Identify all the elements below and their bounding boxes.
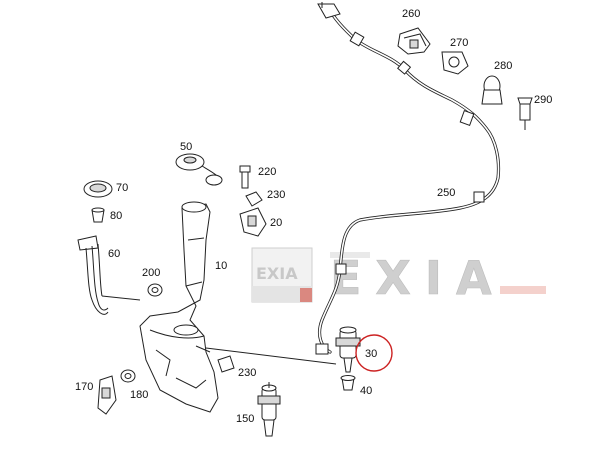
clip-270: [441, 51, 469, 75]
washer-pump-150: [257, 382, 281, 437]
clip-230-top: [245, 191, 263, 207]
sensor-170: [97, 375, 117, 415]
seal-ring-200: [147, 283, 163, 297]
watermark-text: EXIA: [330, 251, 506, 305]
callout-10: 10: [215, 260, 227, 272]
callout-230-top: 230: [267, 189, 285, 201]
bracket-20: [239, 207, 267, 237]
highlight-circle-30: [355, 334, 393, 372]
callout-150: 150: [236, 413, 254, 425]
seal-180: [120, 369, 136, 383]
grommet-80: [91, 207, 105, 223]
plug-290: [517, 97, 533, 130]
clip-280: [481, 75, 503, 105]
watermark-small-text: EXIA: [256, 264, 298, 283]
callout-60: 60: [108, 248, 120, 260]
grommet-40: [340, 375, 356, 391]
callout-50: 50: [180, 141, 192, 153]
callout-70: 70: [116, 182, 128, 194]
callout-290: 290: [534, 94, 552, 106]
callout-20: 20: [270, 217, 282, 229]
seal-70: [83, 180, 113, 198]
callout-250: 250: [437, 187, 455, 199]
level-sensor-60: [77, 235, 141, 315]
bolt-220: [239, 165, 251, 189]
callout-40: 40: [360, 385, 372, 397]
filler-cap-50: [175, 153, 223, 186]
reservoir-10: [139, 201, 337, 413]
watermark-logo: EXIA EXIA: [251, 247, 546, 305]
washer-hose-250: [315, 2, 501, 355]
callout-230-bottom: 230: [238, 367, 256, 379]
bracket-260: [397, 27, 431, 55]
callout-80: 80: [110, 210, 122, 222]
clip-230-bottom: [217, 355, 235, 373]
callout-270: 270: [450, 37, 468, 49]
callout-280: 280: [494, 60, 512, 72]
callout-180: 180: [130, 389, 148, 401]
callout-200: 200: [142, 267, 160, 279]
callout-30: 30: [365, 348, 377, 360]
washer-pump-30: [335, 326, 361, 373]
callout-220: 220: [258, 166, 276, 178]
callout-170: 170: [75, 381, 93, 393]
callout-260: 260: [402, 8, 420, 20]
